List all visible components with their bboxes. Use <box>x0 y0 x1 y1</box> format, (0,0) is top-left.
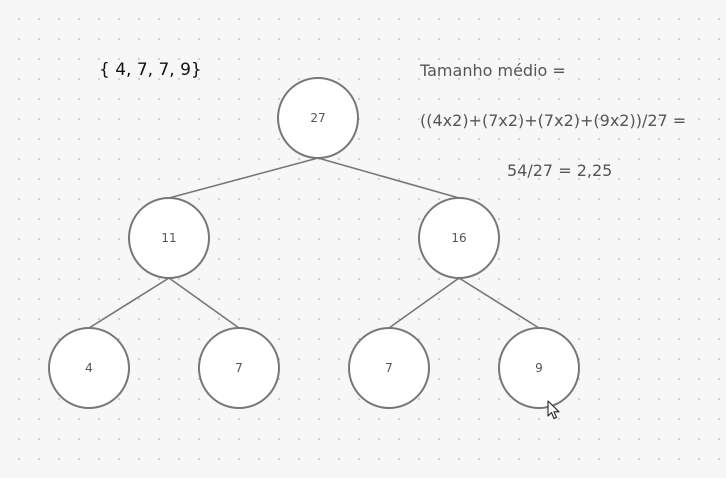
set-label: { 4, 7, 7, 9} <box>99 60 202 80</box>
tree-leaf-7b: 7 <box>348 327 430 409</box>
tree-node-right: 16 <box>418 197 500 279</box>
edge-left-rightleaf <box>168 277 240 329</box>
edge-root-left <box>168 157 319 199</box>
node-circle <box>498 327 580 409</box>
edge-left-leftleaf <box>88 277 170 329</box>
average-size-title: Tamanho médio = <box>420 61 566 80</box>
node-label-left-right: 7 <box>235 361 243 375</box>
node-circle <box>348 327 430 409</box>
tree-leaf-4: 4 <box>48 327 130 409</box>
edge-right-leftleaf <box>388 277 460 329</box>
node-label-left: 11 <box>161 231 176 245</box>
node-label-right-left: 7 <box>385 361 393 375</box>
node-circle <box>277 77 359 159</box>
node-label-right-right: 9 <box>535 361 543 375</box>
node-circle <box>198 327 280 409</box>
edge-right-rightleaf <box>458 277 540 329</box>
average-size-result: 54/27 = 2,25 <box>507 161 613 180</box>
tree-edges <box>88 157 540 329</box>
average-size-formula: ((4x2)+(7x2)+(7x2)+(9x2))/27 = <box>420 111 687 130</box>
tree-leaf-7a: 7 <box>198 327 280 409</box>
edge-root-right <box>317 157 460 199</box>
arrow-pointer-icon <box>547 400 560 420</box>
node-circle <box>48 327 130 409</box>
node-circle <box>418 197 500 279</box>
tree-node-root: 27 <box>277 77 359 159</box>
tree-leaf-9: 9 <box>498 327 580 409</box>
node-circle <box>128 197 210 279</box>
node-label-left-left: 4 <box>85 361 93 375</box>
node-label-right: 16 <box>451 231 466 245</box>
tree-node-left: 11 <box>128 197 210 279</box>
node-label-root: 27 <box>310 111 325 125</box>
